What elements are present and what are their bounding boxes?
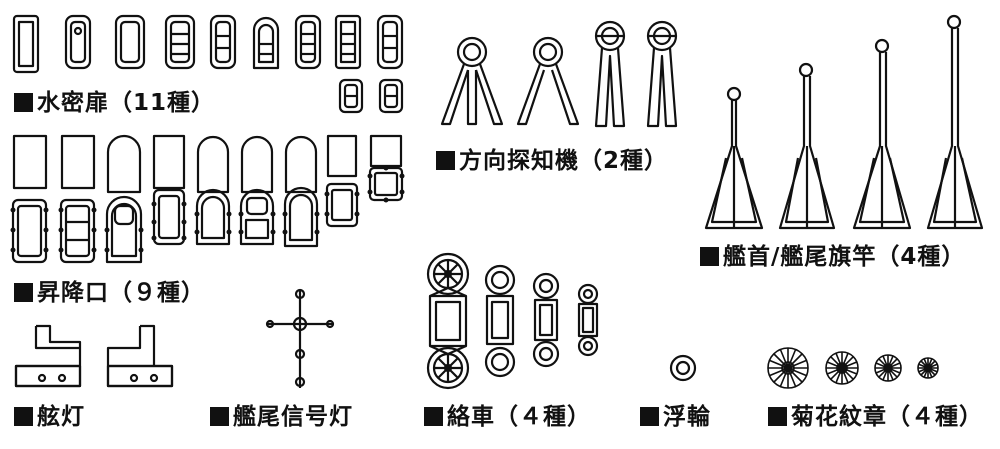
flagstaff <box>704 86 764 230</box>
bullet-square <box>768 407 787 426</box>
bullet-square <box>14 93 33 112</box>
side-light-group <box>14 324 174 388</box>
label-direction-finder: 方向探知機（2種） <box>436 148 668 174</box>
label-watertight-door: 水密扉（11種） <box>14 90 215 116</box>
hatch-lid <box>240 135 274 194</box>
hatch-lid <box>60 134 96 190</box>
label-pulley: 絡車（４種） <box>424 404 591 430</box>
hatch-lid <box>284 135 318 194</box>
hatch-frame <box>283 186 319 248</box>
pulley-medium <box>484 264 516 378</box>
direction-finder <box>440 36 504 126</box>
watertight-door <box>164 14 196 70</box>
label-side-light: 舷灯 <box>14 404 85 430</box>
hatch-frame <box>105 195 143 264</box>
flagstaff <box>926 14 984 230</box>
chrysanthemum-crest <box>874 354 902 382</box>
chrysanthemum-crest <box>767 347 809 389</box>
flagstaff <box>778 62 836 230</box>
watertight-door <box>64 14 92 70</box>
pulley-small <box>532 272 560 368</box>
watertight-door-group <box>12 14 404 114</box>
direction-finder <box>646 20 678 128</box>
label-hatch: 昇降口（９種） <box>14 280 205 306</box>
watertight-door-small <box>378 78 404 114</box>
hatch-lid <box>106 134 142 194</box>
bullet-square <box>700 247 719 266</box>
watertight-door <box>12 14 40 74</box>
watertight-door <box>114 14 146 70</box>
pulley-smallest <box>577 283 599 357</box>
chrysanthemum-crest <box>825 351 859 385</box>
direction-finder <box>516 36 580 126</box>
chrysanthemum-crest-group <box>767 347 939 389</box>
hatch-frame <box>195 188 231 246</box>
watertight-door <box>209 14 237 70</box>
hatch-frame <box>152 188 186 246</box>
flagstaff-group <box>704 14 984 230</box>
label-flagstaff: 艦首/艦尾旗竿（4種） <box>700 244 965 270</box>
watertight-door <box>294 14 322 70</box>
flagstaff <box>852 38 912 230</box>
label-chrysanthemum-crest: 菊花紋章（４種） <box>768 404 983 430</box>
hatch-lid <box>152 134 186 190</box>
label-stern-signal-light: 艦尾信号灯 <box>210 404 353 430</box>
hatch-lid <box>12 134 48 190</box>
bullet-square <box>436 151 455 170</box>
watertight-door <box>252 16 280 70</box>
pulley-large <box>426 252 470 390</box>
hatch-bolts <box>10 165 405 253</box>
hatch-lid <box>196 135 230 194</box>
side-light <box>14 324 82 388</box>
direction-finder <box>594 20 626 128</box>
hatch-lid <box>326 134 358 178</box>
hatch-group <box>11 134 404 264</box>
life-ring <box>669 354 697 382</box>
bullet-square <box>14 283 33 302</box>
hatch-frame <box>325 182 359 228</box>
pulley-group <box>426 252 599 390</box>
label-life-ring: 浮輪 <box>640 404 711 430</box>
bullet-square <box>210 407 229 426</box>
side-light <box>106 324 174 388</box>
watertight-door-small <box>338 78 364 114</box>
hatch-frame <box>239 188 275 246</box>
watertight-door <box>334 14 362 70</box>
hatch-lid <box>369 134 403 168</box>
direction-finder-group <box>440 20 678 128</box>
watertight-door <box>376 14 404 70</box>
bullet-square <box>640 407 659 426</box>
chrysanthemum-crest <box>917 357 939 379</box>
bullet-square <box>424 407 443 426</box>
bullet-square <box>14 407 33 426</box>
stern-signal-light <box>265 288 335 388</box>
